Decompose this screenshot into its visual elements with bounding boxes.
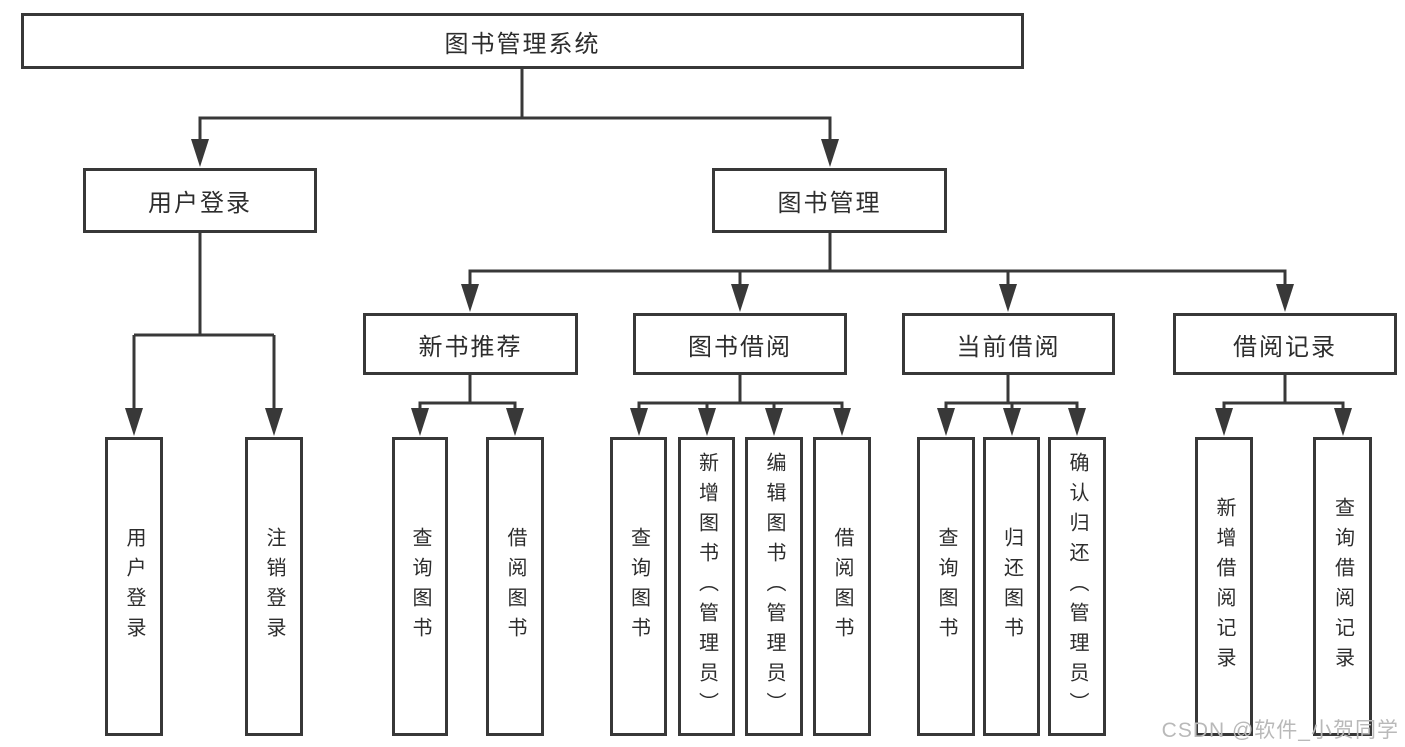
node-label: 新书推荐 (418, 333, 523, 361)
node-label: 借阅图书 (504, 526, 526, 647)
node-label: 借阅记录 (1233, 333, 1337, 361)
node-label: 查询图书 (627, 526, 650, 647)
arrowheads (125, 139, 1352, 436)
node-label: 当前借阅 (956, 333, 1061, 361)
node-book-borrowing: 图书借阅 (633, 313, 847, 375)
leaf-user-login: 用户登录 (105, 437, 163, 736)
leaf-add-books-admin: 新增图书（管理员） (678, 437, 735, 736)
leaf-logout: 注销登录 (245, 437, 303, 736)
node-label: 借阅图书 (831, 526, 853, 647)
node-current-borrowing: 当前借阅 (902, 313, 1115, 375)
node-library-management-system: 图书管理系统 (21, 13, 1024, 69)
node-label: 新增图书（管理员） (695, 451, 718, 722)
leaf-query-borrow-record: 查询借阅记录 (1313, 437, 1372, 736)
node-label: 图书借阅 (688, 333, 792, 361)
node-borrowing-records: 借阅记录 (1173, 313, 1397, 375)
leaf-borrow-books-2: 借阅图书 (813, 437, 871, 736)
node-book-management: 图书管理 (712, 168, 947, 233)
leaf-borrow-books-1: 借阅图书 (486, 437, 544, 736)
node-label: 用户登录 (148, 190, 252, 217)
node-label: 编辑图书（管理员） (763, 451, 785, 722)
leaf-query-books-2: 查询图书 (610, 437, 667, 736)
node-label: 图书管理系统 (444, 30, 601, 58)
node-label: 查询图书 (935, 526, 957, 647)
node-label: 归还图书 (1000, 526, 1023, 647)
leaf-return-books: 归还图书 (983, 437, 1040, 736)
node-user-login: 用户登录 (83, 168, 317, 233)
leaf-query-books-1: 查询图书 (392, 437, 448, 736)
leaf-confirm-return-admin: 确认归还（管理员） (1048, 437, 1106, 736)
leaf-query-books-3: 查询图书 (917, 437, 975, 736)
node-label: 查询图书 (409, 526, 431, 647)
node-label: 注销登录 (263, 526, 285, 647)
node-label: 新增借阅记录 (1213, 496, 1235, 677)
csdn-watermark: CSDN @软件_小贺同学 (1161, 719, 1399, 742)
node-label: 查询借阅记录 (1331, 496, 1354, 677)
leaf-add-borrow-record: 新增借阅记录 (1195, 437, 1253, 736)
node-new-book-recommendation: 新书推荐 (363, 313, 578, 375)
node-label: 图书管理 (777, 190, 882, 217)
node-label: 用户登录 (123, 526, 145, 647)
node-label: 确认归还（管理员） (1066, 451, 1088, 722)
leaf-edit-books-admin: 编辑图书（管理员） (745, 437, 803, 736)
